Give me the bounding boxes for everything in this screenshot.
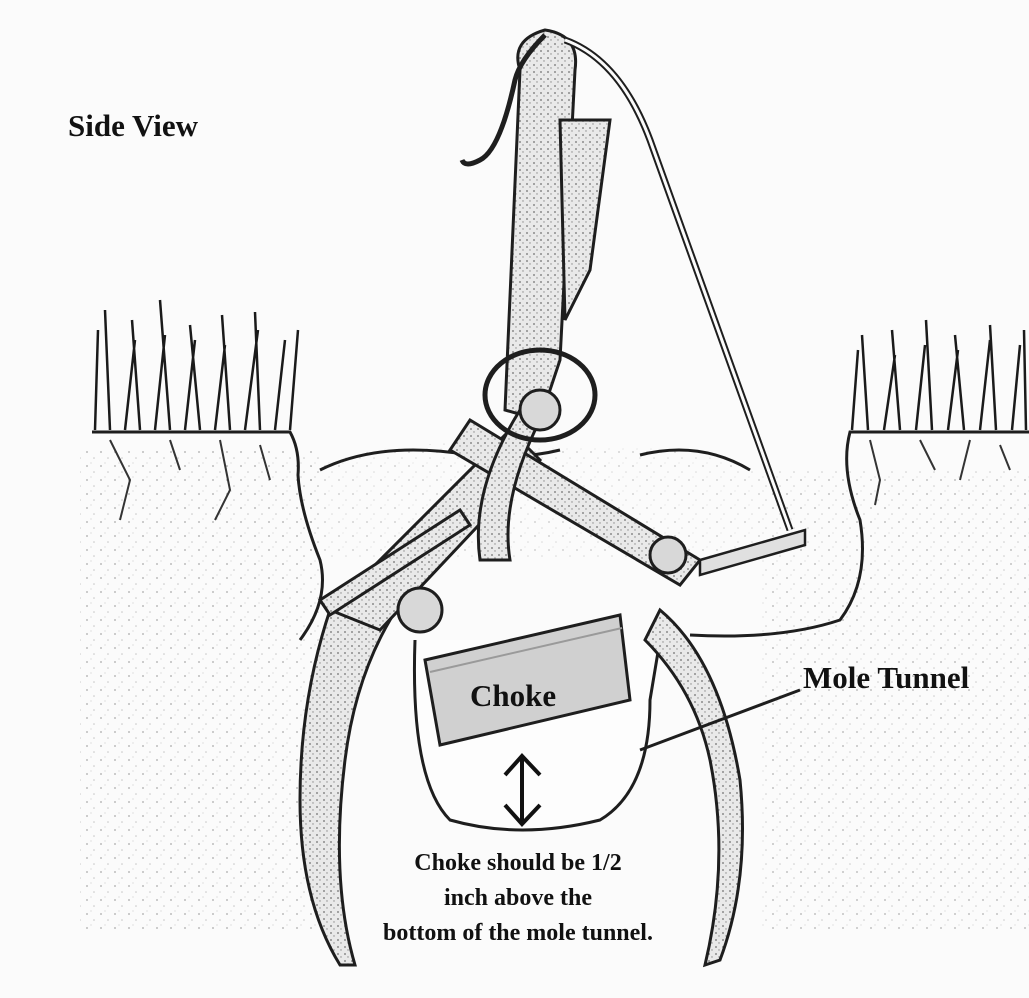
note-line: inch above the xyxy=(318,881,718,916)
choke-label: Choke xyxy=(470,678,556,714)
mole-tunnel-label: Mole Tunnel xyxy=(803,660,969,696)
note-line: bottom of the mole tunnel. xyxy=(318,916,718,951)
choke-height-note: Choke should be 1/2 inch above the botto… xyxy=(318,846,718,951)
note-line: Choke should be 1/2 xyxy=(318,846,718,881)
view-title: Side View xyxy=(68,108,198,144)
